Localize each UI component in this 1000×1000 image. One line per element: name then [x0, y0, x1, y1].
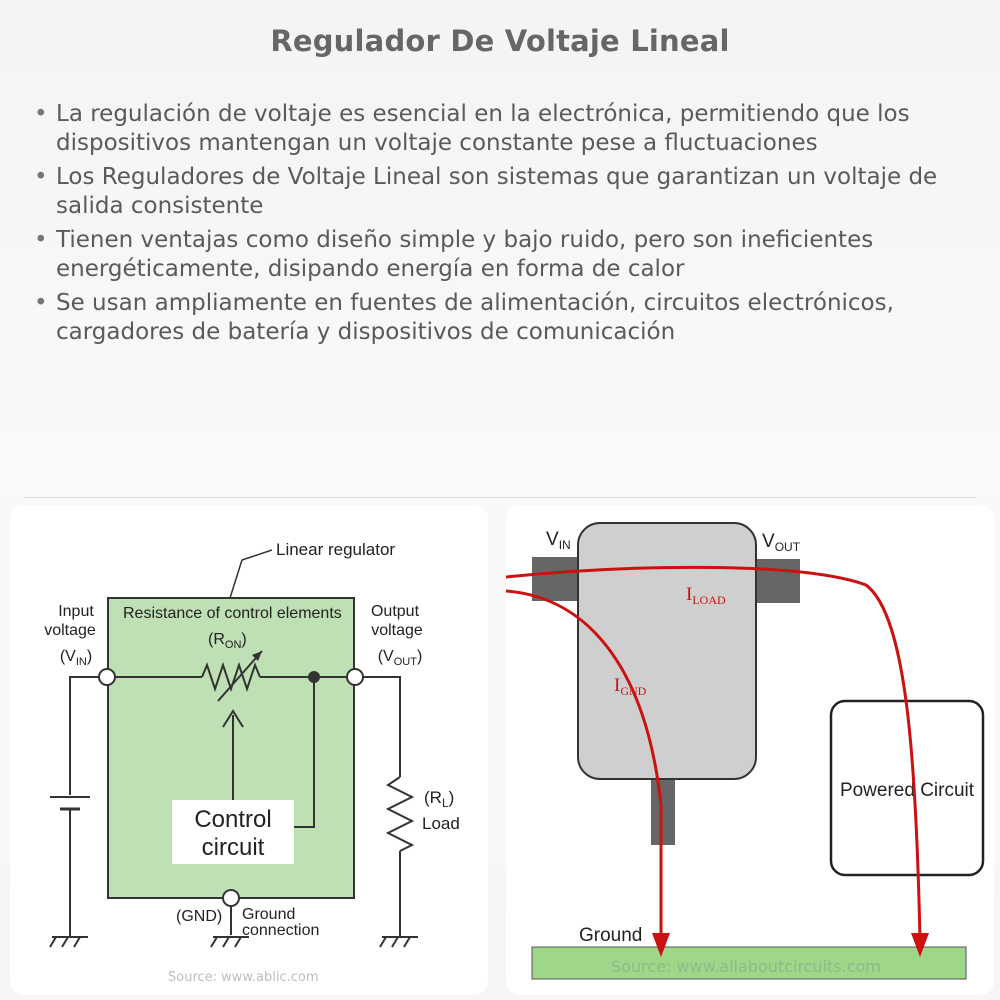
source-caption: Source: www.allaboutcircuits.com: [611, 957, 881, 976]
ground-symbol: [210, 936, 249, 948]
linear-regulator-diagram: Linear regulator Resistance of control e…: [10, 505, 488, 995]
vin-label: VIN: [546, 529, 571, 552]
ignd-label: IGND: [614, 675, 647, 698]
iload-label: ILOAD: [686, 584, 726, 607]
variable-resistor: [201, 661, 261, 693]
ground-symbol: [49, 936, 88, 948]
source-caption: Source: www.ablic.com: [168, 970, 318, 985]
ground-connection-label: Ground: [242, 906, 295, 923]
ground-label: Ground: [579, 925, 642, 946]
resistance-label: Resistance of control elements: [123, 605, 342, 622]
control-arrowhead: [222, 709, 244, 728]
ground-current-arrowhead: [652, 933, 670, 957]
callout-line: [229, 549, 273, 599]
ground-connection-label: connection: [242, 922, 319, 939]
bullet-item: La regulación de voltaje es esencial en …: [32, 100, 972, 158]
bullet-list: La regulación de voltaje es esencial en …: [32, 100, 972, 352]
ron-label: (RON): [208, 631, 247, 651]
vin-label: (VIN): [60, 648, 92, 668]
input-voltage-label: Input: [58, 603, 94, 620]
current-flow-diagram: VIN VOUT Powered Circuit Ground ILOAD IG…: [506, 505, 994, 995]
ground-bar: [531, 946, 967, 980]
output-terminal: [346, 668, 364, 686]
load-label: Load: [422, 814, 460, 833]
bullet-item: Los Reguladores de Voltaje Lineal son si…: [32, 163, 972, 221]
wire: [69, 676, 100, 795]
regulator-body: [577, 522, 757, 780]
control-circuit-label: circuit: [202, 834, 265, 861]
output-voltage-label: Output: [371, 603, 420, 620]
vout-pin: [752, 559, 800, 603]
vout-label: VOUT: [762, 531, 801, 554]
input-terminal: [98, 668, 116, 686]
resistor-arrow: [217, 650, 263, 702]
linear-regulator-label: Linear regulator: [276, 540, 395, 559]
output-voltage-label: voltage: [371, 622, 423, 639]
control-circuit-box: [172, 800, 294, 864]
ground-pin: [651, 775, 675, 845]
feedback-wire: [294, 677, 315, 828]
gnd-label: (GND): [176, 908, 222, 925]
section-divider: [24, 497, 976, 498]
ground-current-path: [506, 589, 663, 939]
vin-pin: [532, 557, 582, 601]
page-title: Regulador De Voltaje Lineal: [270, 24, 730, 58]
load-current-arrowhead: [911, 933, 929, 957]
wire: [362, 676, 401, 777]
input-voltage-label: voltage: [44, 622, 96, 639]
bullet-item: Tienen ventajas como diseño simple y baj…: [32, 226, 972, 284]
load-current-path: [506, 565, 922, 941]
vout-label: (VOUT): [378, 648, 423, 668]
ground-symbol: [379, 936, 418, 948]
circuit-schematic: Linear regulator Resistance of control e…: [44, 540, 460, 985]
powered-circuit-label: Powered Circuit: [840, 780, 975, 801]
control-circuit-label: Control: [194, 806, 271, 833]
resistor-arrowhead: [252, 651, 262, 661]
gnd-terminal: [222, 889, 240, 907]
rl-label: (RL): [424, 788, 454, 810]
current-flow-illustration: VIN VOUT Powered Circuit Ground ILOAD IG…: [506, 522, 985, 980]
bullet-item: Se usan ampliamente en fuentes de alimen…: [32, 289, 972, 347]
load-resistor: [385, 776, 415, 852]
